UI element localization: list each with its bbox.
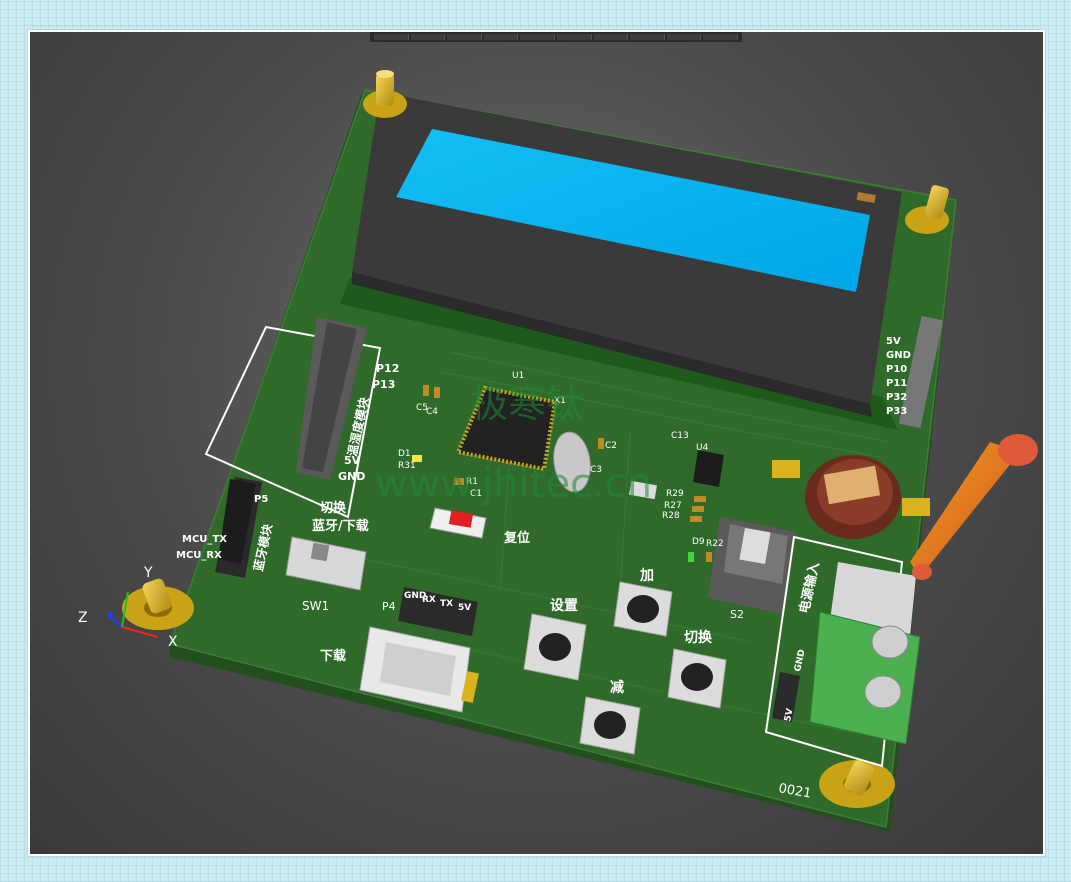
axis-x-label: X: [168, 634, 178, 650]
lcd-pin-label: P32: [886, 392, 907, 403]
button-switch[interactable]: [667, 648, 727, 709]
component-ref: C2: [605, 441, 617, 451]
component-ref: R29: [666, 489, 684, 499]
lcd-pin-label: 5V: [886, 336, 901, 347]
standoff-top-left: [363, 70, 407, 118]
toolbar-button[interactable]: [410, 34, 446, 40]
power-jumper-gnd: GND: [793, 649, 807, 673]
component-ref: C3: [590, 465, 602, 475]
standoff-bottom-right: [819, 760, 895, 808]
x1-ref: X1: [554, 396, 566, 406]
bluetooth-header-ref: P5: [254, 494, 268, 505]
download-pin-label: GND: [404, 591, 426, 601]
download-pin-label: 5V: [458, 603, 471, 613]
u1-ref: U1: [512, 371, 524, 381]
button-plus[interactable]: [613, 581, 673, 637]
crystal: [553, 431, 591, 493]
component-ref: C4: [426, 407, 438, 417]
sw1-ref: SW1: [302, 599, 329, 613]
download-pin-label: RX: [422, 595, 436, 605]
reset-button[interactable]: [429, 507, 487, 539]
pcb-traces: [329, 351, 891, 733]
power-input-area: [764, 535, 921, 768]
switch-label-line1: 切换: [320, 500, 347, 516]
button-minus[interactable]: [579, 696, 641, 755]
component-ref: R28: [662, 511, 680, 521]
lcd-screen: [396, 129, 870, 292]
coin-cell-holder: [772, 455, 930, 539]
axis-y-label: Y: [143, 565, 153, 581]
s2-ref: S2: [730, 608, 744, 621]
viewport-toolbar: [370, 32, 742, 42]
component-ref: C13: [671, 431, 689, 441]
pcb-3d-render: 5VGNDP10P11P32P33P12P13温湿度模块5VGNDP5MCU_T…: [78, 70, 1038, 832]
toolbar-button[interactable]: [374, 34, 409, 40]
button-plus-label: 加: [639, 568, 654, 584]
standoff-top-right: [905, 185, 949, 234]
download-pin-label: TX: [440, 599, 453, 609]
lcd-pin-label: P10: [886, 364, 907, 375]
reset-button-label: 复位: [503, 530, 530, 546]
view-cone-icon[interactable]: [910, 434, 1038, 580]
toolbar-button[interactable]: [593, 34, 629, 40]
component-ref: R22: [706, 539, 724, 549]
download-header-p4: [398, 587, 478, 636]
button-set[interactable]: [523, 613, 587, 681]
toolbar-button[interactable]: [630, 34, 665, 40]
component-ref: R27: [664, 501, 682, 511]
sensor-pin-label: GND: [338, 470, 365, 483]
lcd-pin-label: GND: [886, 350, 911, 361]
axis-z-label: Z: [78, 610, 88, 626]
bluetooth-header: [215, 477, 262, 578]
u4-chip: [693, 450, 724, 487]
lcd-header: [898, 315, 944, 429]
button-minus-label: 减: [610, 679, 624, 696]
smd-components: [412, 385, 712, 562]
component-ref: U4: [696, 443, 709, 453]
sensor-pin-label: P12: [376, 362, 399, 375]
lcd-pin-label: P11: [886, 378, 907, 389]
component-ref: R31: [398, 461, 416, 471]
power-switch-s2[interactable]: [708, 517, 796, 614]
axis-gizmo: [107, 591, 159, 638]
component-ref: D9: [692, 537, 705, 547]
sensor-pin-label: 5V: [344, 454, 361, 467]
download-connector: [359, 626, 479, 713]
watermark-line2: www.jhitec.cn: [375, 461, 652, 507]
toolbar-button[interactable]: [520, 34, 555, 40]
toolbar-button[interactable]: [483, 34, 519, 40]
toolbar-button[interactable]: [447, 34, 482, 40]
toolbar-button[interactable]: [703, 34, 738, 40]
standoff-bottom-left: [122, 578, 194, 630]
download-label: 下载: [320, 648, 346, 664]
lcd-pin-label: P33: [886, 406, 907, 417]
p4-ref: P4: [382, 600, 396, 613]
watermark-line1: 极寒钛: [470, 382, 584, 426]
bluetooth-pin-label: MCU_RX: [176, 550, 222, 561]
button-switch-label: 切换: [684, 629, 713, 646]
sensor-module: [204, 317, 382, 519]
switch-label-line2: 蓝牙/下载: [312, 518, 369, 534]
button-set-label: 设置: [550, 597, 578, 614]
component-ref: D1: [398, 449, 411, 459]
sensor-pin-label: P13: [372, 378, 395, 391]
toolbar-button[interactable]: [666, 34, 702, 40]
slide-switch-sw1[interactable]: [285, 536, 367, 591]
component-ref: R1: [466, 477, 478, 487]
lcd-module: [340, 92, 902, 430]
bluetooth-pin-label: MCU_TX: [182, 534, 227, 545]
board-id: 0021: [777, 781, 812, 802]
component-ref: C1: [470, 489, 482, 499]
toolbar-button[interactable]: [556, 34, 592, 40]
mcu-chip: [455, 385, 558, 472]
power-jumper-5v: 5V: [783, 708, 796, 723]
component-ref: C5: [416, 403, 428, 413]
power-jumper: [772, 672, 800, 722]
